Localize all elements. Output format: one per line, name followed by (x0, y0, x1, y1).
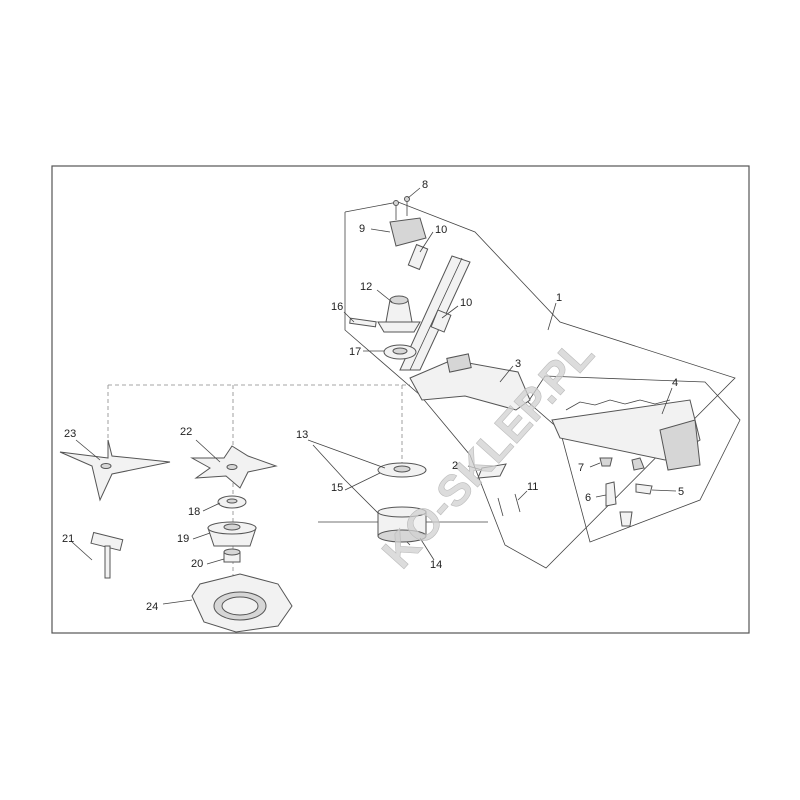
callout-2: 2 (452, 460, 458, 472)
callout-21: 21 (62, 533, 74, 545)
callout-1: 1 (556, 292, 562, 304)
callout-11: 11 (527, 481, 538, 493)
callout-22: 22 (180, 426, 192, 438)
guard-part (551, 399, 701, 471)
blade-washer (217, 495, 247, 509)
callout-10a: 10 (435, 224, 447, 236)
callout-9: 9 (359, 223, 365, 235)
callout-20: 20 (191, 558, 203, 570)
callout-14: 14 (430, 559, 442, 571)
blade-guard-ring (191, 573, 293, 633)
callout-3: 3 (515, 358, 521, 370)
callout-10b: 10 (460, 297, 472, 309)
trimmer-head (318, 506, 488, 543)
blade-nut (223, 548, 241, 563)
callout-5: 5 (678, 486, 684, 498)
box-wrench (90, 531, 124, 579)
assembly-guide-lines (107, 384, 410, 605)
guard-bracket (409, 353, 531, 411)
callout-15: 15 (331, 482, 343, 494)
clamp-part (389, 196, 427, 247)
callout-24: 24 (146, 601, 158, 613)
callout-7: 7 (578, 462, 584, 474)
gear-head (377, 295, 421, 333)
callout-23: 23 (64, 428, 76, 440)
callout-13: 13 (296, 429, 308, 441)
leader-lines (71, 187, 677, 605)
callout-16: 16 (331, 301, 343, 313)
support-cup (207, 521, 257, 547)
callout-4: 4 (672, 377, 678, 389)
four-tooth-blade (190, 445, 278, 489)
callout-8: 8 (422, 179, 428, 191)
callout-17: 17 (349, 346, 361, 358)
three-tooth-blade (59, 439, 171, 502)
small-hardware (599, 457, 653, 527)
washer-part (383, 344, 417, 360)
cover-plate (477, 463, 521, 517)
callout-18: 18 (188, 506, 200, 518)
callout-19: 19 (177, 533, 189, 545)
pin-part (349, 317, 377, 328)
callout-12: 12 (360, 281, 372, 293)
callout-numbers: 1 2 3 4 5 6 7 8 9 10 10 11 12 13 14 15 1… (62, 179, 684, 613)
diagram-frame (51, 165, 750, 634)
trimmer-head-top (377, 462, 427, 478)
callout-6: 6 (585, 492, 591, 504)
